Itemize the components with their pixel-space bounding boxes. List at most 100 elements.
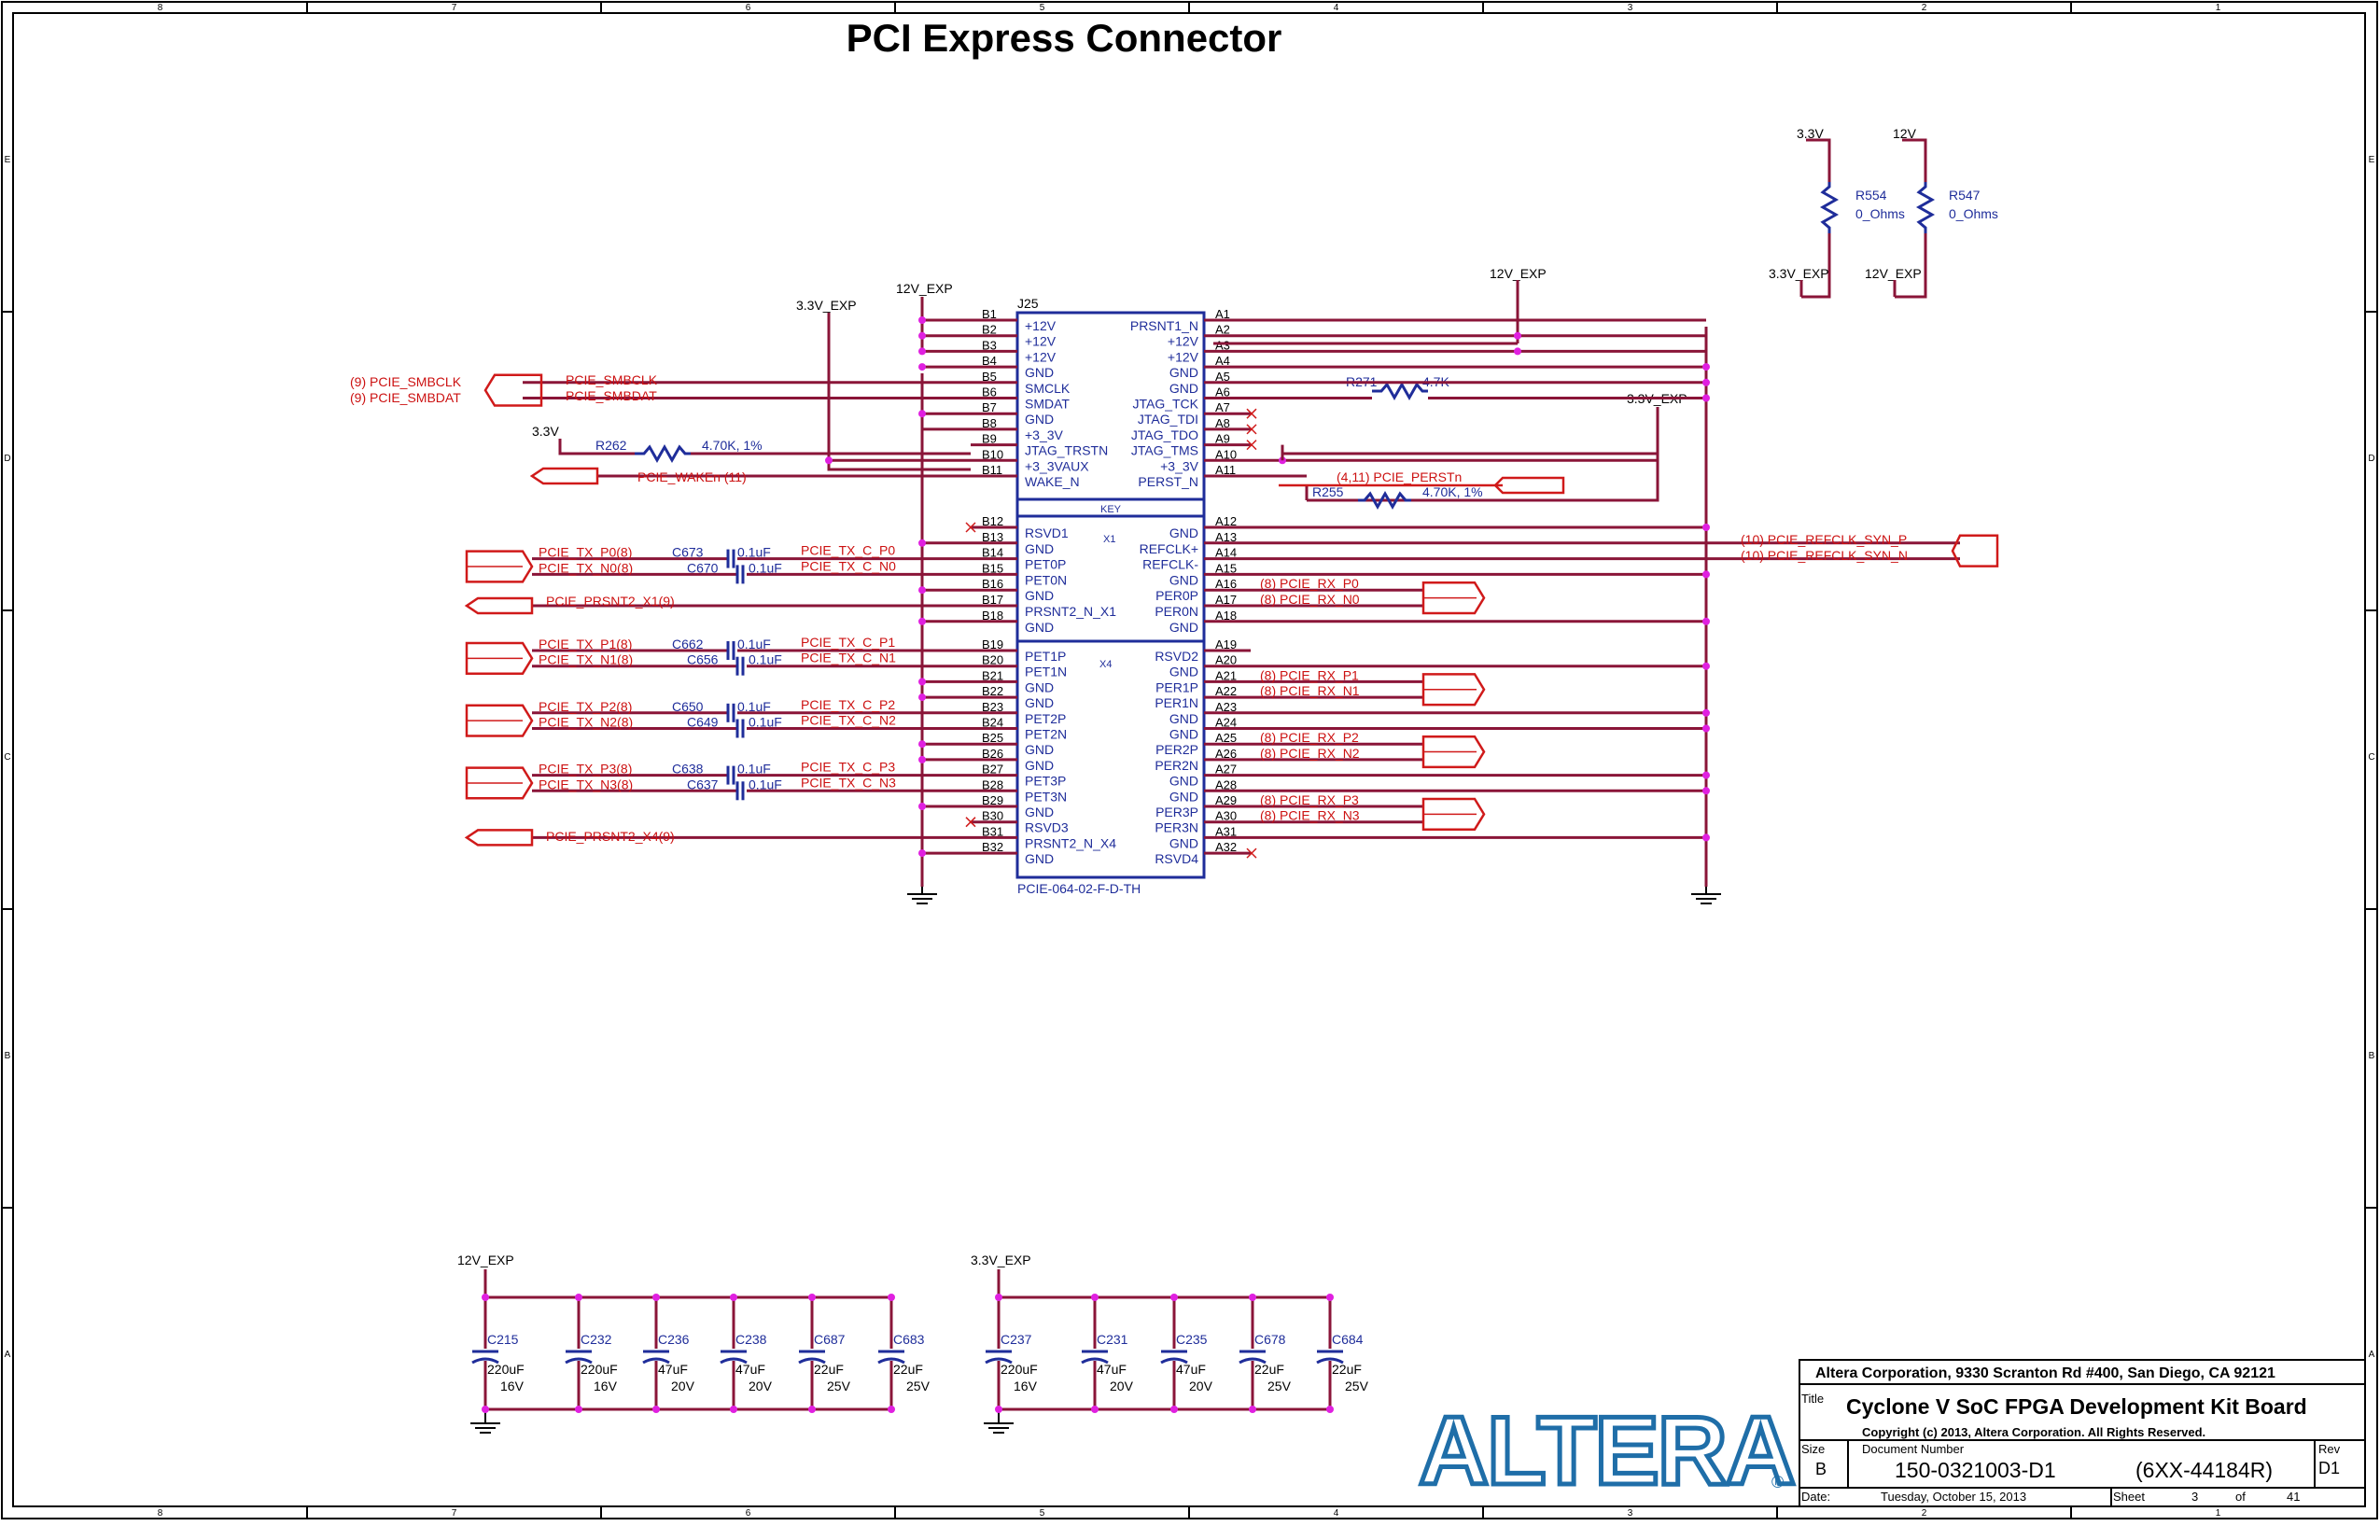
- cap-rating: 20V: [1110, 1379, 1134, 1393]
- pin-b-number: B6: [982, 385, 997, 399]
- pin-b-name: GND: [1025, 588, 1054, 603]
- pin-b-number: B10: [982, 447, 1003, 461]
- tx-cap-n-ref: C649: [687, 715, 719, 730]
- tx-cap-n-value: 0.1uF: [749, 652, 782, 667]
- cap-value: 47uF: [735, 1362, 765, 1377]
- tx-cap-p-ref: C662: [672, 637, 704, 651]
- pin-a-number: A26: [1215, 747, 1237, 761]
- r255-ref: R255: [1312, 484, 1344, 499]
- connector-x1: X1: [1103, 534, 1115, 545]
- border-col-bottom: 6: [746, 1508, 751, 1519]
- pin-b-name: GND: [1025, 620, 1054, 635]
- pin-b-number: B2: [982, 323, 997, 337]
- r262-value: 4.70K, 1%: [702, 438, 763, 453]
- border-col-top: 4: [1334, 3, 1339, 13]
- cap-ref: C231: [1097, 1332, 1128, 1347]
- tx-p-port: PCIE_TX_P3(8): [539, 762, 632, 777]
- tx-cap-n-ref: C670: [687, 560, 719, 575]
- pin-b-name: PET0P: [1025, 557, 1066, 572]
- pin-b-name: JTAG_TRSTN: [1025, 443, 1108, 458]
- pin-b-name: PET1N: [1025, 665, 1067, 679]
- tx-cap-n-value: 0.1uF: [749, 715, 782, 730]
- date-value: Tuesday, October 15, 2013: [1881, 1490, 2026, 1504]
- pin-b-number: B14: [982, 546, 1003, 560]
- cap-bank-net: 12V_EXP: [457, 1253, 514, 1267]
- pin-a-number: A31: [1215, 824, 1237, 838]
- pin-b-number: B9: [982, 432, 997, 446]
- border-col-bottom: 3: [1628, 1508, 1633, 1519]
- tx-cap-n-value: 0.1uF: [749, 560, 782, 575]
- pin-a-name: RSVD4: [1155, 851, 1198, 866]
- tx-c-n-net: PCIE_TX_C_N3: [801, 775, 896, 790]
- pin-b-number: B21: [982, 668, 1003, 682]
- pin-a-name: GND: [1169, 381, 1198, 396]
- pin-a-name: PER0N: [1155, 604, 1198, 619]
- pin-a-name: GND: [1169, 365, 1198, 380]
- border-col-bottom: 5: [1040, 1508, 1045, 1519]
- rx-n-net: (8) PCIE_RX_N2: [1260, 746, 1360, 761]
- pin-b-name: GND: [1025, 742, 1054, 757]
- cap-rating: 16V: [1014, 1379, 1038, 1393]
- cap-rating: 16V: [500, 1379, 525, 1393]
- cap-ref: C232: [581, 1332, 612, 1347]
- net-12v-exp-left: 12V_EXP: [896, 281, 953, 296]
- pin-a-name: GND: [1169, 525, 1198, 540]
- cap-ref: C687: [814, 1332, 846, 1347]
- pin-a-name: +3_3V: [1160, 458, 1199, 473]
- rx-n-net: (8) PCIE_RX_N1: [1260, 683, 1360, 698]
- cap-ref: C215: [487, 1332, 519, 1347]
- cap-ref: C237: [1001, 1332, 1032, 1347]
- r255-value: 4.70K, 1%: [1422, 484, 1483, 499]
- cap-ref: C684: [1332, 1332, 1364, 1347]
- pin-a-name: PER3N: [1155, 820, 1198, 835]
- pin-b-name: WAKE_N: [1025, 474, 1080, 489]
- pin-b-name: PET2P: [1025, 711, 1066, 726]
- pin-a-number: A25: [1215, 731, 1237, 745]
- size-label: Size: [1801, 1442, 1825, 1456]
- pin-a-number: A15: [1215, 561, 1237, 575]
- rx-p-net: (8) PCIE_RX_P0: [1260, 576, 1359, 591]
- cap-rating: 20V: [749, 1379, 773, 1393]
- tx-p-port: PCIE_TX_P0(8): [539, 545, 632, 560]
- pin-a-number: A29: [1215, 793, 1237, 807]
- pin-b-name: +12V: [1025, 334, 1057, 349]
- pin-a-name: PER1N: [1155, 695, 1198, 710]
- cap-ref: C238: [735, 1332, 767, 1347]
- net-smbclk: PCIE_SMBCLK: [566, 372, 658, 387]
- tx-cap-p-value: 0.1uF: [737, 545, 771, 560]
- tx-cap-p-ref: C673: [672, 545, 704, 560]
- cap-value: 47uF: [1097, 1362, 1127, 1377]
- connector-key: KEY: [1100, 504, 1122, 515]
- border-col-top: 3: [1628, 3, 1633, 13]
- r547-value: 0_Ohms: [1949, 206, 1998, 221]
- pin-a-name: PER3P: [1155, 805, 1198, 819]
- tx-p-port: PCIE_TX_P1(8): [539, 637, 632, 651]
- pin-a-number: A11: [1215, 463, 1236, 477]
- sheet-value: 3: [2191, 1490, 2198, 1504]
- pin-a-number: A19: [1215, 637, 1237, 651]
- altera-logo-text: ALTERA: [1419, 1397, 1794, 1505]
- rev-value: D1: [2318, 1459, 2340, 1477]
- border-col-bottom: 1: [2216, 1508, 2221, 1519]
- sheet-label: Sheet: [2113, 1490, 2145, 1504]
- registered-mark: ®: [1771, 1473, 1784, 1491]
- pin-a-name: GND: [1169, 572, 1198, 587]
- border-col-top: 8: [158, 3, 163, 13]
- connector-ref: J25: [1017, 296, 1039, 311]
- r554-ref: R554: [1855, 188, 1887, 203]
- pin-b-number: B17: [982, 593, 1003, 607]
- port-smbclk: (9) PCIE_SMBCLK: [350, 374, 462, 389]
- tx-n-port: PCIE_TX_N3(8): [539, 777, 633, 791]
- pin-a-name: GND: [1169, 727, 1198, 742]
- border-row-right: E: [2369, 155, 2375, 165]
- tx-n-port: PCIE_TX_N2(8): [539, 715, 633, 730]
- border-col-top: 5: [1040, 3, 1045, 13]
- pin-b-name: GND: [1025, 541, 1054, 556]
- tx-p-port: PCIE_TX_P2(8): [539, 699, 632, 714]
- r554-value: 0_Ohms: [1855, 206, 1905, 221]
- pin-b-name: GND: [1025, 805, 1054, 819]
- r547-ref: R547: [1949, 188, 1981, 203]
- pin-a-name: RSVD2: [1155, 649, 1198, 664]
- cap-value: 220uF: [581, 1362, 618, 1377]
